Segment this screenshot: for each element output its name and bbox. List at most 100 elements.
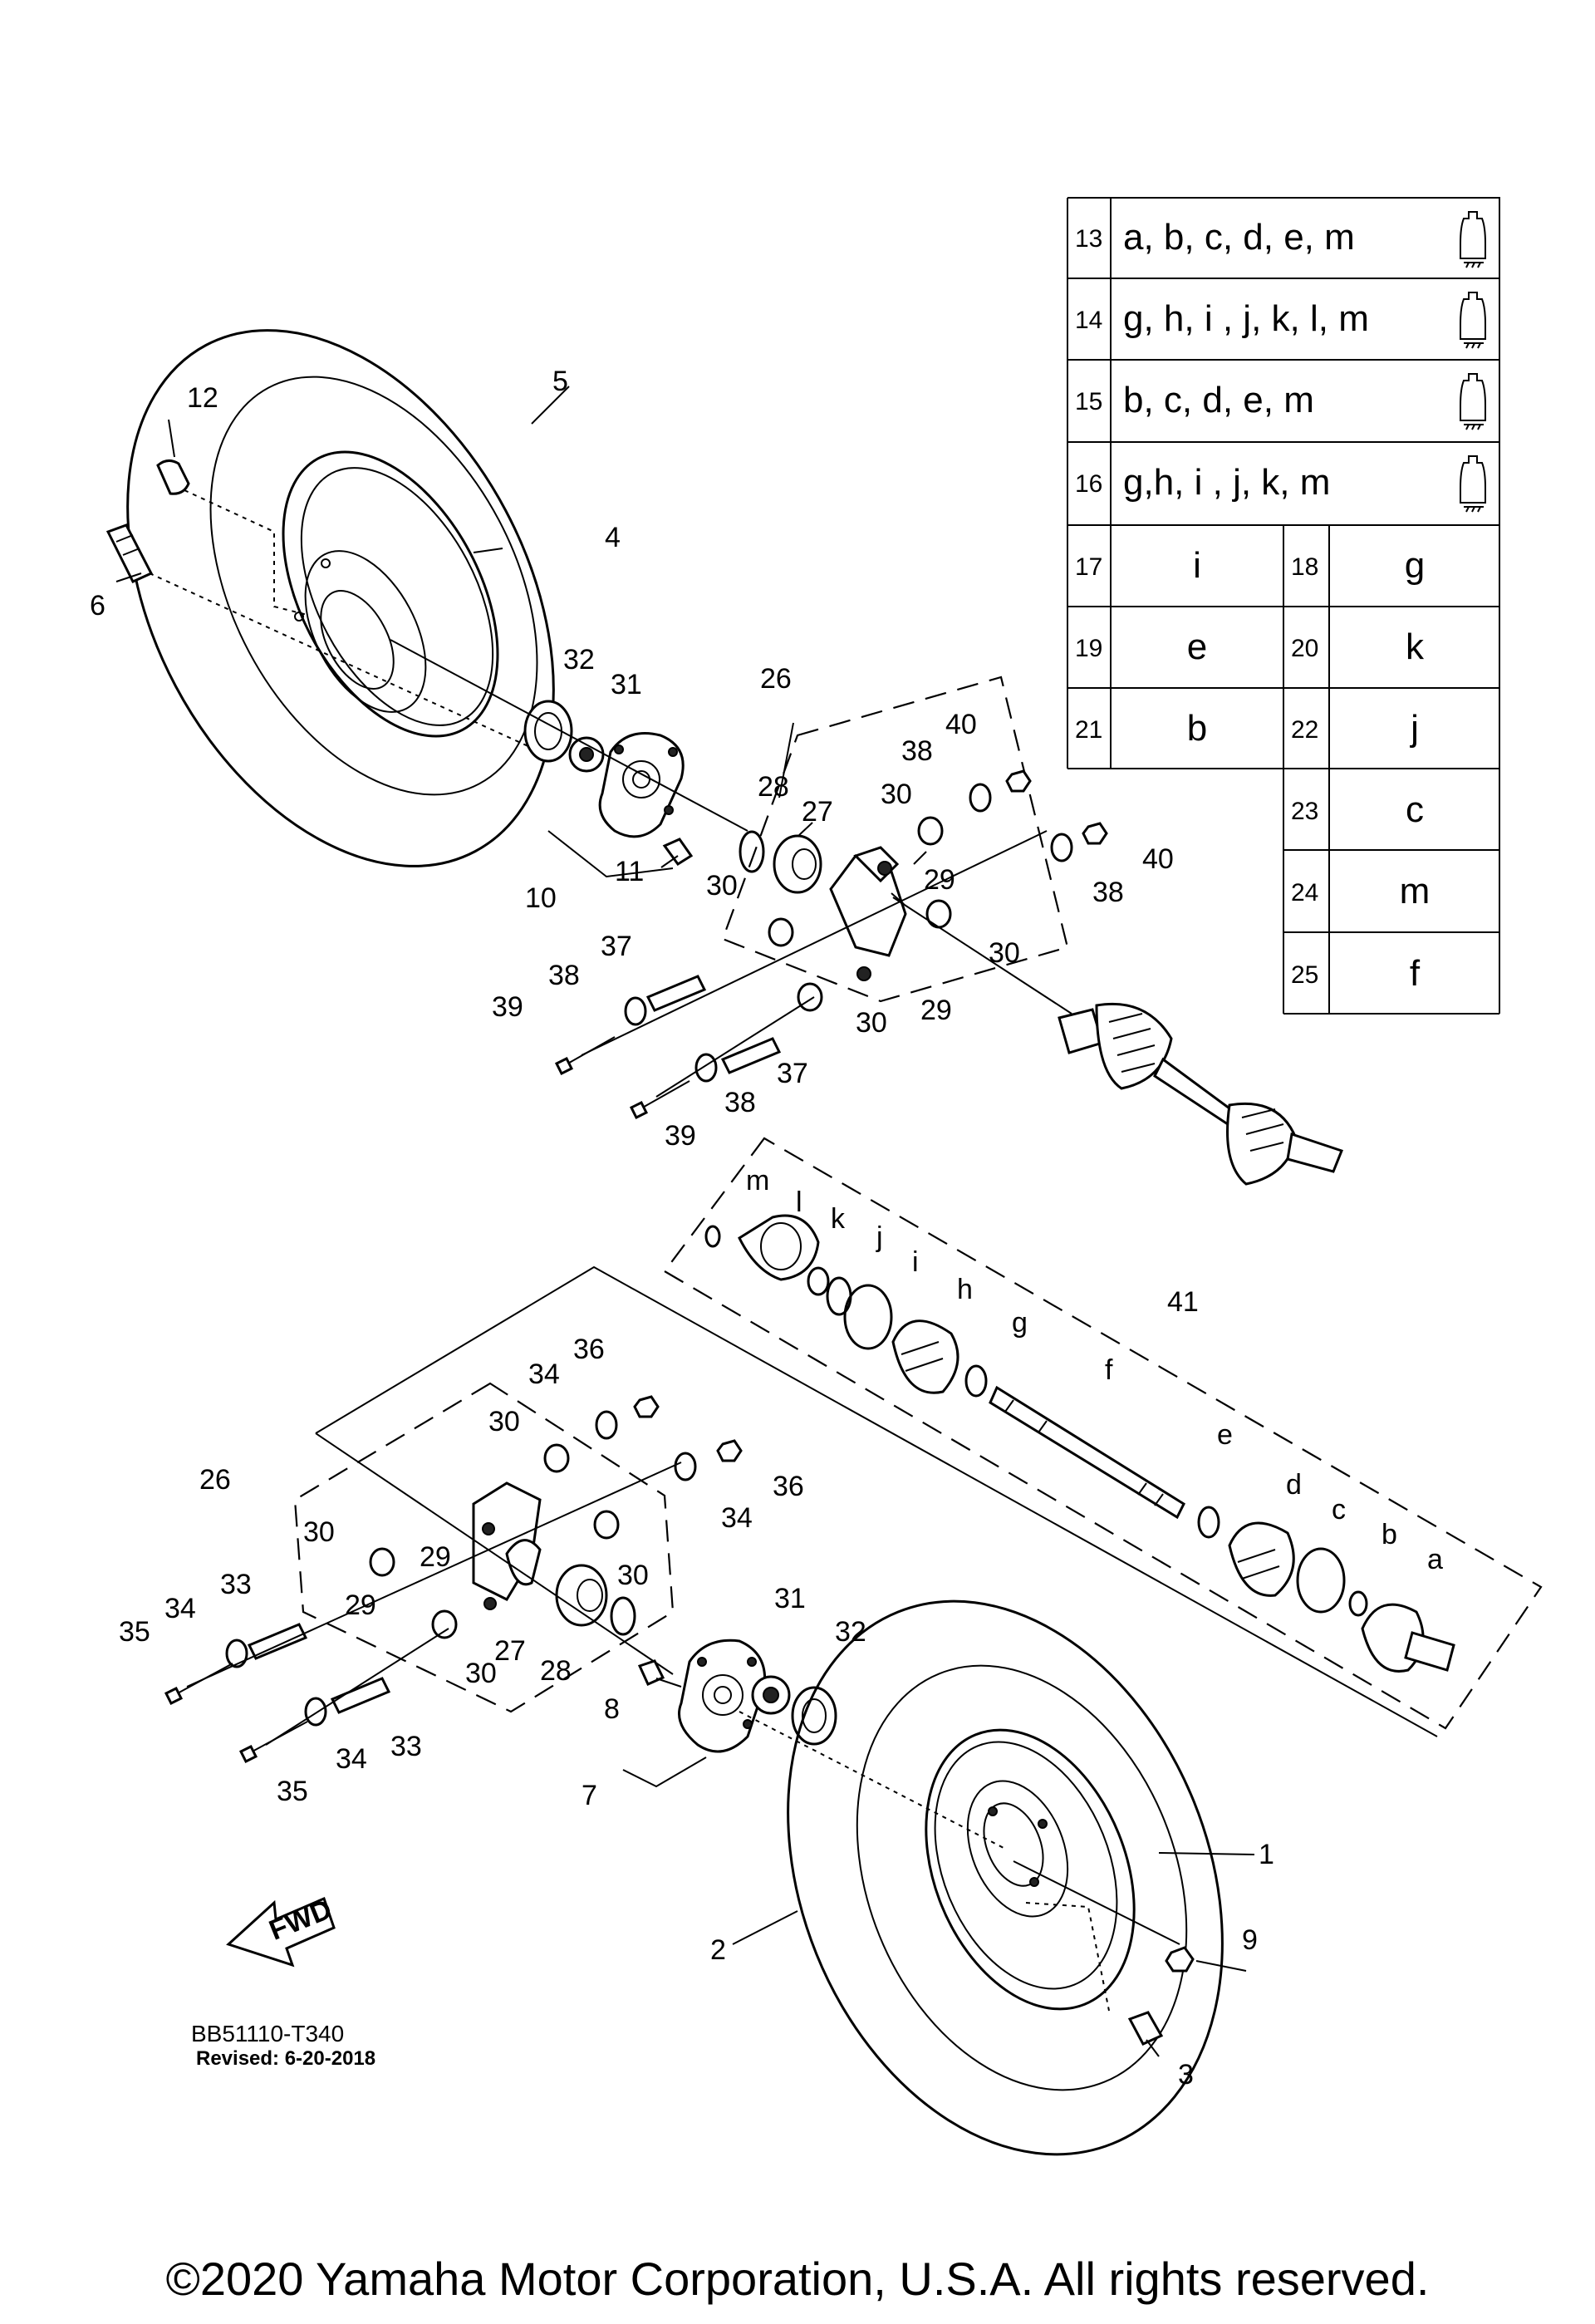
callout-26-lower: 26 — [199, 1464, 231, 1496]
label-b: b — [1382, 1519, 1397, 1550]
callout-35-b: 35 — [277, 1776, 308, 1807]
washers-34-lower — [225, 1410, 697, 1727]
callout-2: 2 — [710, 1934, 726, 1966]
callout-39-b: 39 — [665, 1120, 696, 1152]
table-row-21-num: 21 — [1075, 716, 1102, 744]
callout-40-a: 40 — [945, 709, 977, 740]
table-row-24-num: 24 — [1291, 879, 1318, 907]
label-m: m — [746, 1165, 769, 1196]
callout-31-lower: 31 — [774, 1583, 806, 1614]
callout-37-a: 37 — [601, 931, 632, 962]
table-row-14-num: 14 — [1075, 307, 1102, 334]
grease-tube-icon-16 — [1460, 455, 1486, 513]
label-j: j — [876, 1221, 883, 1253]
callout-8: 8 — [604, 1693, 620, 1725]
table-row-15-num: 15 — [1075, 388, 1102, 415]
callout-34-d: 34 — [336, 1743, 367, 1775]
callout-34-a: 34 — [528, 1359, 560, 1390]
callout-27-lower: 27 — [494, 1635, 526, 1667]
callout-38-b: 38 — [1092, 877, 1124, 908]
washers-38-upper — [624, 783, 1073, 1083]
nuts-40-upper — [1005, 769, 1108, 845]
callout-33-b: 33 — [390, 1731, 422, 1762]
label-d: d — [1286, 1469, 1302, 1501]
callout-31-upper: 31 — [611, 669, 642, 700]
table-row-22-num: 22 — [1291, 716, 1318, 744]
callout-29-a: 29 — [924, 864, 955, 896]
callout-36-a: 36 — [573, 1334, 605, 1365]
table-row-15-parts: b, c, d, e, m — [1123, 380, 1314, 420]
table-row-18-num: 18 — [1291, 553, 1318, 581]
grease-tube-icon-14 — [1460, 292, 1486, 349]
table-row-24-val: m — [1400, 871, 1431, 911]
callout-34-b: 34 — [721, 1502, 753, 1534]
table-row-16-num: 16 — [1075, 470, 1102, 498]
callout-6: 6 — [90, 590, 106, 622]
callout-11: 11 — [615, 856, 644, 887]
label-g: g — [1012, 1307, 1028, 1339]
callout-35-a: 35 — [119, 1616, 150, 1648]
callout-1: 1 — [1259, 1839, 1274, 1870]
bearing-27-lower — [555, 1564, 608, 1627]
knuckle-upper — [829, 846, 907, 981]
table-row-14-parts: g, h, i , j, k, l, m — [1123, 298, 1369, 339]
bolt-8 — [637, 1659, 682, 1688]
cv-parts-exploded — [704, 1214, 1455, 1673]
upper-tire — [126, 329, 555, 867]
bolts-39-upper — [554, 1036, 690, 1120]
callout-32-upper: 32 — [563, 644, 595, 676]
label-a: a — [1427, 1544, 1443, 1575]
table-row-23-val: c — [1406, 789, 1424, 830]
valve-cap-12 — [156, 459, 190, 495]
table-row-22-val: j — [1409, 708, 1419, 749]
callouts: 1 2 3 4 5 6 7 8 9 10 11 12 26 26 27 27 2… — [90, 366, 1443, 2091]
label-k: k — [831, 1203, 846, 1235]
callout-36-b: 36 — [773, 1471, 804, 1502]
grease-tube-icon-13 — [1460, 211, 1486, 268]
table-row-21-val: b — [1187, 708, 1207, 749]
callout-26-upper: 26 — [760, 663, 792, 695]
hub-10 — [598, 732, 685, 838]
callout-40-b: 40 — [1142, 843, 1174, 875]
callout-29-b: 29 — [920, 995, 952, 1026]
table-row-17-val: i — [1193, 545, 1201, 586]
bushings-30-upper — [768, 816, 952, 1012]
callout-12: 12 — [187, 382, 218, 414]
callout-32-lower: 32 — [835, 1616, 866, 1648]
callout-38-d: 38 — [724, 1087, 756, 1118]
callout-37-b: 37 — [777, 1058, 808, 1089]
callout-30-h: 30 — [465, 1658, 497, 1689]
circlip-28-lower — [610, 1596, 636, 1636]
fwd-arrow-icon: FWD — [226, 1894, 336, 1968]
bearing-31 — [568, 736, 605, 773]
circlip-28-upper — [739, 830, 765, 873]
table-row-20-num: 20 — [1291, 635, 1318, 662]
callout-30-e: 30 — [488, 1406, 520, 1437]
bolt-11 — [660, 838, 694, 868]
label-f: f — [1105, 1354, 1113, 1386]
seal-32 — [523, 700, 573, 763]
callout-10: 10 — [525, 882, 557, 914]
label-c: c — [1332, 1494, 1346, 1526]
callout-39-a: 39 — [492, 991, 523, 1023]
nut-9 — [1165, 1946, 1195, 1973]
nuts-36-lower — [633, 1395, 743, 1462]
callout-34-c: 34 — [164, 1593, 196, 1624]
callout-38-a: 38 — [901, 735, 933, 767]
callout-29-d: 29 — [345, 1589, 376, 1621]
callout-29-c: 29 — [420, 1541, 451, 1573]
table-row-18-val: g — [1405, 545, 1425, 586]
callout-3: 3 — [1178, 2059, 1194, 2091]
callout-30-a: 30 — [881, 779, 912, 810]
leader-lines — [115, 386, 1255, 2057]
callout-5: 5 — [552, 366, 568, 397]
table-row-13-parts: a, b, c, d, e, m — [1123, 217, 1355, 258]
sleeves-37-upper — [645, 975, 782, 1074]
table-row-25-val: f — [1410, 953, 1421, 994]
callout-30-c: 30 — [989, 937, 1020, 969]
seal-32-lower — [791, 1686, 837, 1746]
grease-tube-icon-15 — [1460, 373, 1486, 430]
bearing-31-lower — [751, 1675, 791, 1715]
callout-33-a: 33 — [220, 1569, 252, 1600]
label-l: l — [796, 1187, 802, 1218]
